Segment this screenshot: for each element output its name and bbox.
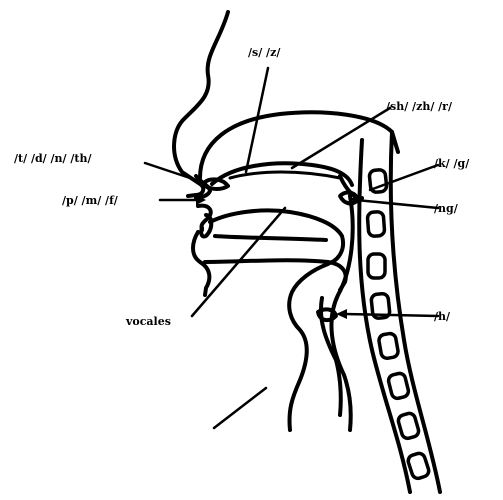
label-p-m-f: /p/ /m/ /f/ xyxy=(62,194,119,207)
alveolar-contact xyxy=(205,179,228,189)
vertebra-3 xyxy=(368,254,385,278)
label-sh-zh-r: /sh/ /zh/ /r/ xyxy=(386,100,453,113)
label-s-z: /s/ /z/ xyxy=(248,46,281,59)
pointer-sh-zh-r xyxy=(292,108,390,168)
label-vocales: vocales xyxy=(125,315,171,328)
label-ng: /ng/ xyxy=(434,202,459,215)
vertebra-6 xyxy=(387,372,409,399)
vertebra-5 xyxy=(378,333,399,360)
vertebra-7 xyxy=(397,412,420,440)
label-t-d-n-th: /t/ /d/ /n/ /th/ xyxy=(14,152,92,165)
pointer-t-d-n-th xyxy=(145,163,205,183)
pointer-lower-stub xyxy=(214,388,266,428)
tongue-base xyxy=(215,236,326,240)
palate-inner xyxy=(212,163,352,185)
pointer-h xyxy=(344,314,438,316)
pharynx-front xyxy=(289,264,328,430)
vertebra-8 xyxy=(407,452,431,480)
label-k-g: /k/ /g/ xyxy=(434,157,470,170)
arrowhead-h xyxy=(336,309,347,319)
label-h: /h/ xyxy=(434,310,451,323)
vertebra-2 xyxy=(367,211,385,236)
pointer-ng xyxy=(356,200,438,208)
